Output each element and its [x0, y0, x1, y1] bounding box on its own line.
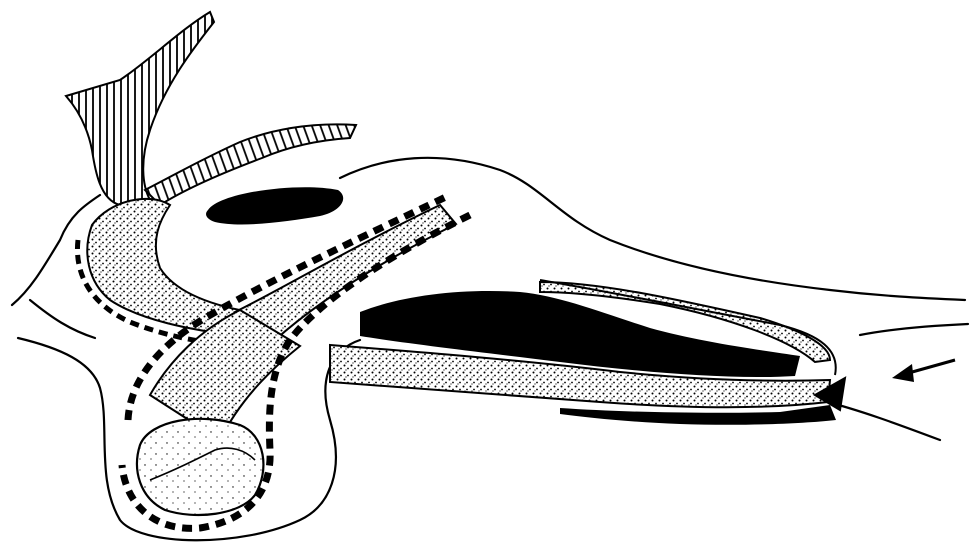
pointer-arrow — [892, 360, 955, 382]
bulb — [137, 419, 263, 515]
lower-dark-strip — [560, 405, 836, 425]
dark-oval — [206, 187, 343, 224]
